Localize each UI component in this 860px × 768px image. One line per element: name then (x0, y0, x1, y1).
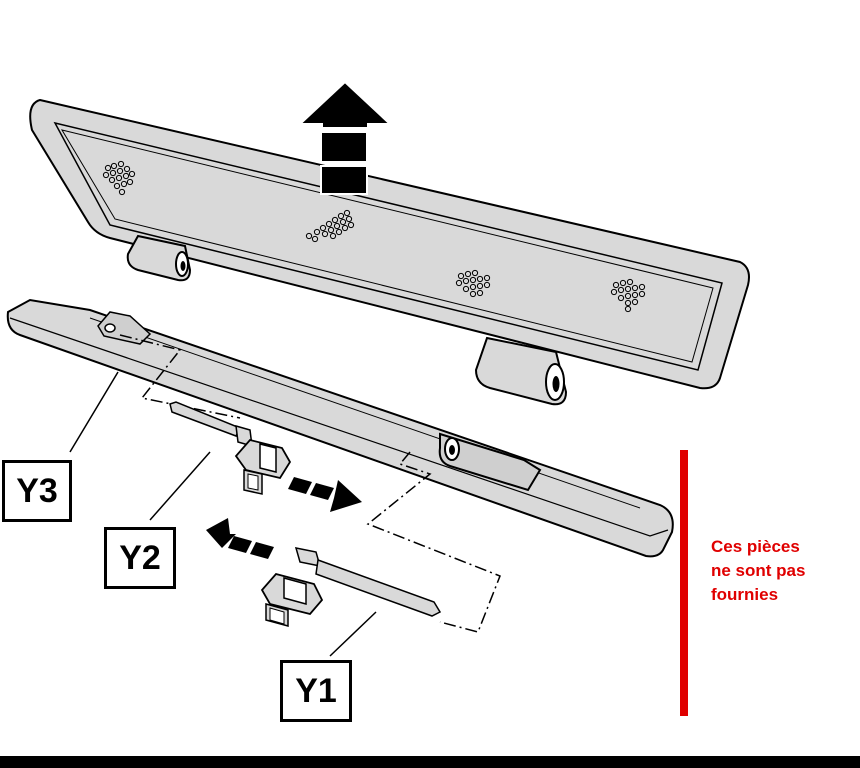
note-line-3: fournies (711, 585, 779, 604)
parts-not-supplied-note: Ces pièces ne sont pas fournies (711, 535, 851, 607)
arrow-up-icon (297, 80, 393, 195)
leader-lines (69, 371, 377, 657)
note-line-1: Ces pièces (711, 537, 800, 556)
note-line-2: ne sont pas (711, 561, 806, 580)
projection-lines (119, 334, 501, 633)
connector-y1 (260, 547, 442, 627)
arrow-right-icon (288, 477, 362, 512)
mounting-tab-right (474, 336, 568, 406)
arrow-left-icon (206, 518, 274, 559)
bottom-border-band (0, 756, 860, 768)
callout-y2: Y2 (104, 527, 176, 589)
speaker-grille-icon (102, 160, 646, 313)
callout-y1: Y1 (280, 660, 352, 722)
upper-cover-panel (29, 98, 750, 390)
connector-y2 (169, 401, 292, 495)
lower-base-bar (6, 298, 674, 558)
mounting-tab-left (126, 234, 192, 282)
callout-y3: Y3 (2, 460, 72, 522)
red-separator-bar (680, 450, 688, 716)
